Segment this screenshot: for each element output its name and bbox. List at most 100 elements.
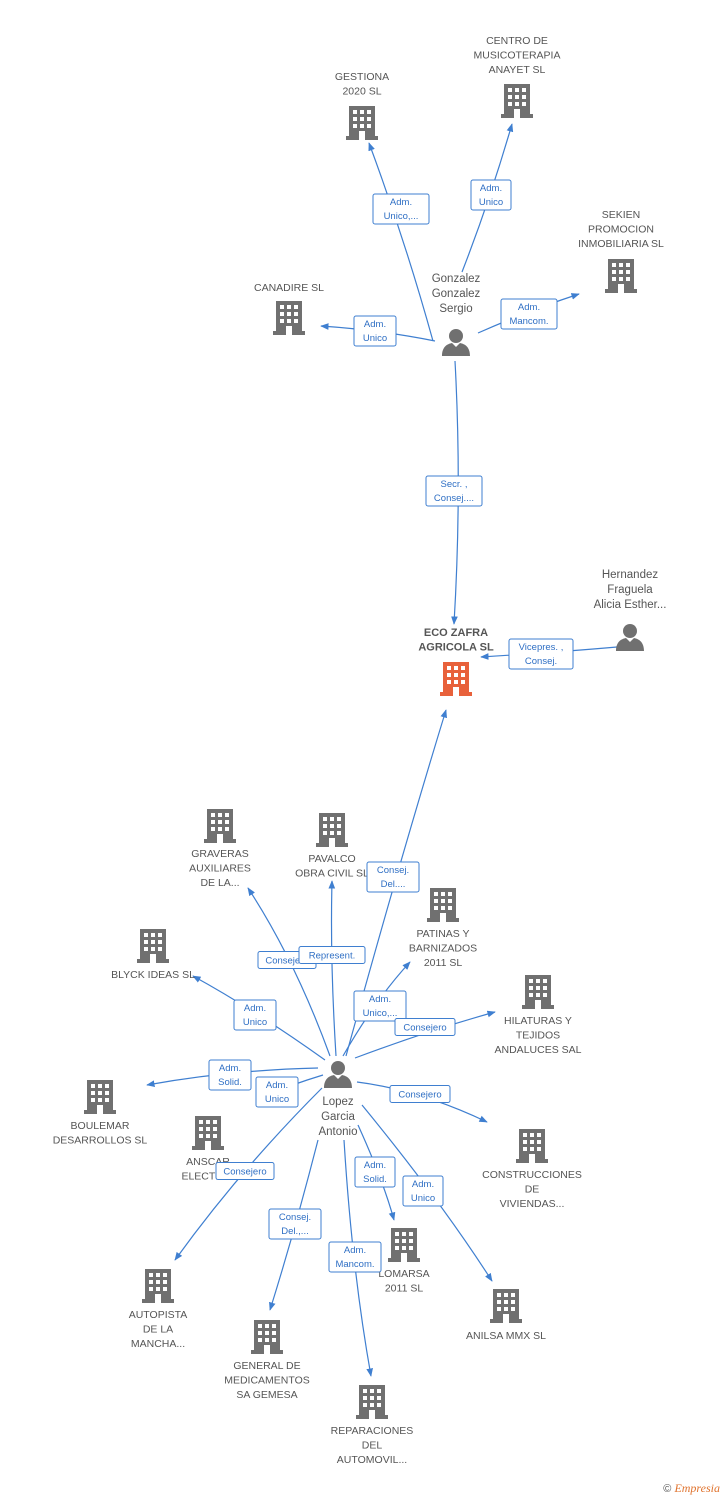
copyright-symbol: ©	[663, 1483, 672, 1495]
relation-text: Secr. ,	[441, 479, 468, 490]
node-label: CANADIRE SL	[254, 282, 324, 294]
node-label: DESARROLLOS SL	[53, 1135, 148, 1147]
node-label: SEKIEN	[602, 209, 641, 221]
relation-text: Adm.	[412, 1179, 434, 1190]
node-lomarsa[interactable]: LOMARSA 2011 SL	[378, 1228, 430, 1295]
relation-label-reparaciones[interactable]: Adm.Mancom.	[328, 1241, 382, 1273]
relation-text: Del....	[381, 879, 406, 890]
node-label: Gonzalez	[432, 273, 481, 285]
building-icon	[605, 259, 637, 293]
relation-text: Consej.	[377, 865, 409, 876]
relation-text: Adm.	[266, 1080, 288, 1091]
node-label: LOMARSA	[378, 1268, 429, 1280]
relation-box	[470, 179, 512, 211]
relation-text: Consej.	[525, 656, 557, 667]
node-blyck[interactable]: BLYCK IDEAS SL	[111, 929, 195, 981]
node-label: DE LA...	[200, 877, 239, 889]
node-label: Fraguela	[607, 584, 653, 596]
relation-label-general[interactable]: Consej.Del.,...	[268, 1208, 322, 1240]
relation-text: Adm.	[364, 1160, 386, 1171]
building-icon	[346, 106, 378, 140]
relation-label-blyck[interactable]: Adm.Unico	[233, 999, 277, 1031]
relation-label-construcciones[interactable]: Consejero	[389, 1085, 451, 1103]
relation-text: Del.,...	[281, 1226, 308, 1237]
node-label: MUSICOTERAPIA	[474, 50, 561, 62]
relation-label-autopista[interactable]: Consejero	[215, 1162, 275, 1180]
relation-box	[500, 298, 558, 330]
node-label: 2011 SL	[385, 1283, 423, 1295]
building-icon	[490, 1289, 522, 1323]
relation-label-hilaturas[interactable]: Consejero	[394, 1018, 456, 1036]
relation-box	[298, 946, 366, 964]
relation-text: Adm.	[369, 994, 391, 1005]
relation-label-boulemar[interactable]: Adm.Solid.	[208, 1059, 252, 1091]
relation-text: Unico,...	[363, 1008, 398, 1019]
node-label: GENERAL DE	[233, 1360, 300, 1372]
node-anilsa[interactable]: ANILSA MMX SL	[466, 1289, 546, 1342]
building-icon	[84, 1080, 116, 1114]
relation-text: Adm.	[219, 1063, 241, 1074]
node-centro[interactable]: CENTRO DE MUSICOTERAPIA ANAYET SL	[474, 35, 561, 118]
node-boulemar[interactable]: BOULEMAR DESARROLLOS SL	[53, 1080, 148, 1147]
relation-text: Unico	[363, 333, 387, 344]
building-icon	[204, 809, 236, 843]
node-construcciones[interactable]: CONSTRUCCIONESDEVIVIENDAS...	[482, 1129, 582, 1210]
relation-label-centro[interactable]: Adm.Unico	[470, 179, 512, 211]
node-label: Alicia Esther...	[594, 599, 667, 611]
building-icon	[251, 1320, 283, 1354]
node-label: Hernandez	[602, 569, 659, 581]
relation-text: Adm.	[244, 1003, 266, 1014]
relation-box	[372, 193, 430, 225]
node-label: ECO ZAFRA	[424, 627, 488, 639]
relation-label-anilsa[interactable]: Adm.Unico	[402, 1175, 444, 1207]
node-label: HILATURAS Y	[504, 1015, 572, 1027]
building-icon	[516, 1129, 548, 1163]
node-label: AUTOPISTA	[129, 1309, 188, 1321]
relation-label-gestiona[interactable]: Adm.Unico,...	[372, 193, 430, 225]
node-reparaciones[interactable]: REPARACIONESDELAUTOMOVIL...	[331, 1385, 414, 1466]
relation-box	[255, 1076, 299, 1108]
node-label: Sergio	[439, 303, 472, 315]
relation-text: Represent.	[309, 951, 355, 962]
relation-box	[353, 315, 397, 347]
relation-label-pavalco[interactable]: Represent.	[298, 946, 366, 964]
node-canadire[interactable]: CANADIRE SL	[254, 282, 324, 335]
node-label: ANDALUCES SAL	[495, 1044, 582, 1056]
relation-label-sekien[interactable]: Adm.Mancom.	[500, 298, 558, 330]
relation-box	[233, 999, 277, 1031]
relation-label-gonzalez-eco[interactable]: Secr. , Consej....	[425, 475, 483, 507]
node-label: CENTRO DE	[486, 35, 548, 47]
empresia-logo[interactable]: Empresia	[674, 1481, 720, 1495]
node-label: TEJIDOS	[516, 1030, 560, 1042]
relation-label-patinas[interactable]: Adm. Unico,...	[353, 990, 407, 1022]
relation-label-anscar[interactable]: Adm.Unico	[255, 1076, 299, 1108]
relation-text: Consej....	[434, 493, 474, 504]
node-label: BLYCK IDEAS SL	[111, 969, 195, 981]
node-label: PROMOCION	[588, 224, 654, 236]
relation-label-canadire[interactable]: Adm. Unico	[353, 315, 397, 347]
node-label: PAVALCO	[308, 853, 355, 865]
relation-label-lomarsa[interactable]: Adm.Solid.	[354, 1156, 396, 1188]
relation-box	[268, 1208, 322, 1240]
node-hilaturas[interactable]: HILATURAS Y TEJIDOS ANDALUCES SAL	[495, 975, 582, 1056]
node-label: Garcia	[321, 1111, 355, 1123]
relation-text: Adm.	[364, 319, 386, 330]
node-label: ANAYET SL	[489, 64, 546, 76]
node-label: VIVIENDAS...	[500, 1198, 565, 1210]
relation-label-hernandez-eco[interactable]: Vicepres. ,Consej.	[508, 638, 574, 670]
node-label: BOULEMAR	[71, 1120, 130, 1132]
relation-label-lopez-eco[interactable]: Consej. Del....	[366, 861, 420, 893]
